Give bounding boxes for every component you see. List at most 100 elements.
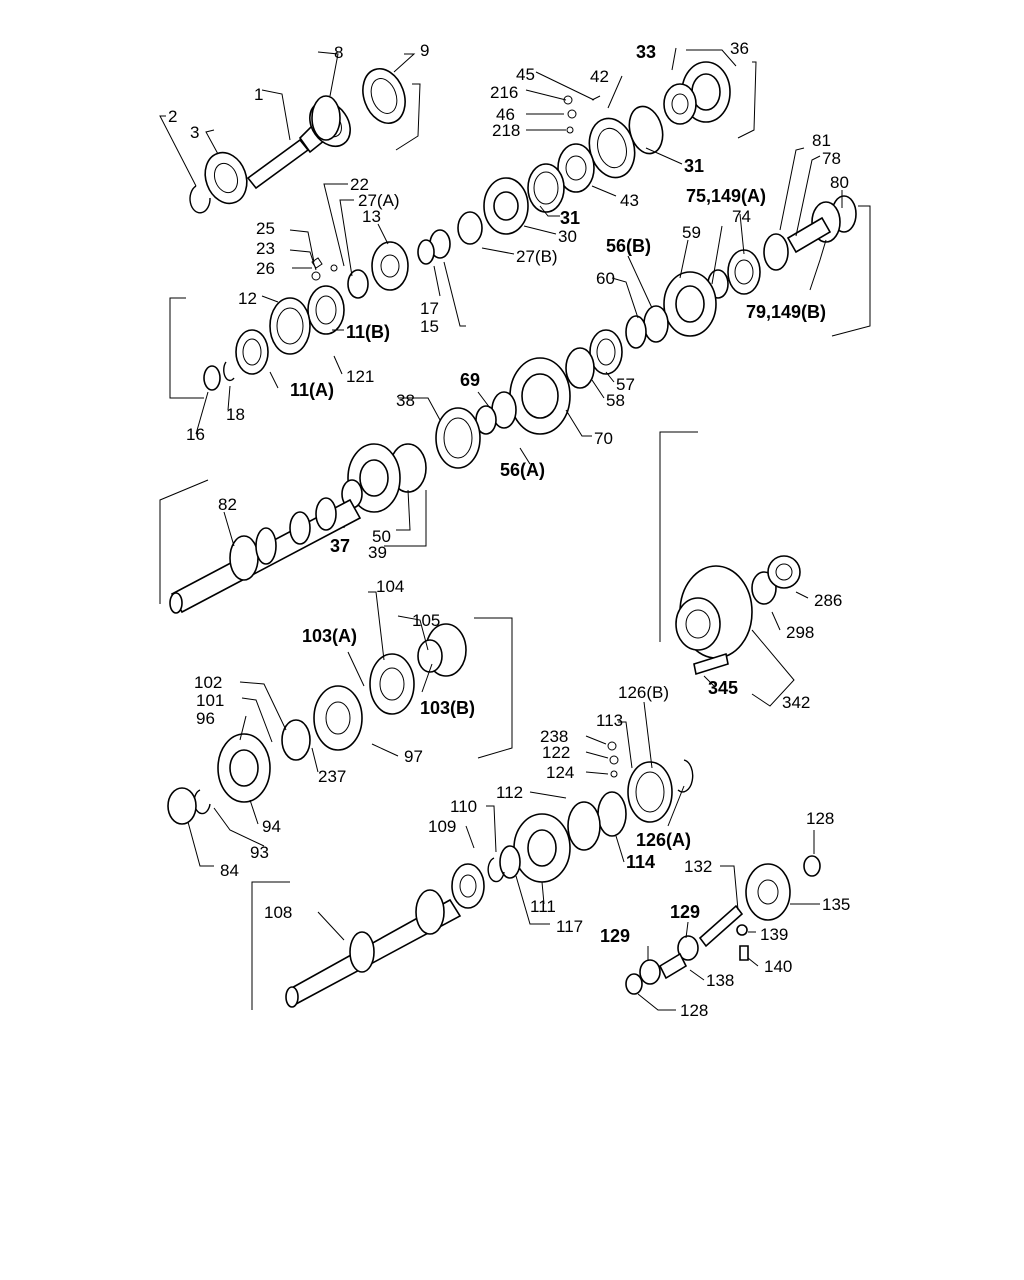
label-108: 108 bbox=[264, 903, 292, 922]
label-23: 23 bbox=[256, 239, 275, 258]
gear-icon bbox=[597, 791, 627, 837]
label-102: 102 bbox=[194, 673, 222, 692]
gear-icon bbox=[313, 685, 363, 751]
bearing-icon bbox=[811, 195, 857, 243]
label-27a: 27(A) bbox=[358, 191, 400, 210]
label-13: 13 bbox=[362, 207, 381, 226]
label-38: 38 bbox=[396, 391, 415, 410]
label-135: 135 bbox=[822, 895, 850, 914]
label-117: 117 bbox=[556, 917, 583, 936]
bearing-icon bbox=[167, 787, 197, 825]
snap-ring-icon bbox=[803, 855, 821, 877]
bearing-icon bbox=[347, 269, 369, 299]
synchronizer-ring-icon bbox=[235, 285, 345, 375]
label-84: 84 bbox=[220, 861, 239, 880]
label-96: 96 bbox=[196, 709, 215, 728]
label-42: 42 bbox=[590, 67, 609, 86]
label-238: 238 bbox=[540, 727, 568, 746]
snap-ring-icon bbox=[193, 789, 211, 815]
label-139: 139 bbox=[760, 925, 788, 944]
label-50: 50 bbox=[372, 527, 391, 546]
synchronizer-ring-icon bbox=[588, 105, 664, 179]
label-345: 345 bbox=[708, 678, 738, 698]
label-82: 82 bbox=[218, 495, 237, 514]
label-298: 298 bbox=[786, 623, 814, 642]
label-56b: 56(B) bbox=[606, 236, 651, 256]
label-46: 46 bbox=[496, 105, 515, 124]
gear-icon bbox=[509, 357, 571, 435]
label-138: 138 bbox=[706, 971, 734, 990]
label-93: 93 bbox=[250, 843, 269, 862]
snap-ring-icon bbox=[203, 361, 235, 391]
label-237: 237 bbox=[318, 767, 346, 786]
bearing-icon bbox=[625, 305, 669, 349]
snap-ring-icon bbox=[417, 229, 451, 265]
shaft-icon bbox=[786, 216, 832, 254]
label-39: 39 bbox=[368, 543, 387, 562]
bearing-icon bbox=[763, 233, 789, 271]
label-30: 30 bbox=[558, 227, 577, 246]
label-43: 43 bbox=[620, 191, 639, 210]
label-81: 81 bbox=[812, 131, 831, 150]
bearing-icon bbox=[663, 83, 697, 125]
label-114: 114 bbox=[626, 852, 655, 872]
label-33: 33 bbox=[636, 42, 656, 62]
label-109: 109 bbox=[428, 817, 456, 836]
synchronizer-ring-icon bbox=[589, 329, 623, 375]
bearing-icon bbox=[204, 151, 248, 205]
gear-icon bbox=[663, 271, 717, 337]
reverse-shaft-group bbox=[251, 701, 694, 1010]
gear-icon bbox=[217, 733, 271, 803]
label-105: 105 bbox=[412, 611, 440, 630]
label-12: 12 bbox=[238, 289, 257, 308]
reverse-idler-group bbox=[625, 830, 821, 1011]
flange-icon bbox=[675, 565, 753, 659]
label-218: 218 bbox=[492, 121, 520, 140]
label-101: 101 bbox=[196, 691, 224, 710]
label-140: 140 bbox=[764, 957, 792, 976]
synchronizer-ring-icon bbox=[527, 163, 565, 213]
label-286: 286 bbox=[814, 591, 842, 610]
synchronizer-ring-icon bbox=[435, 407, 481, 469]
label-58: 58 bbox=[606, 391, 625, 410]
label-18: 18 bbox=[226, 405, 245, 424]
label-56a: 56(A) bbox=[500, 460, 545, 480]
label-126a: 126(A) bbox=[636, 830, 691, 850]
part-number-labels: 1 2 3 8 9 33 36 45 216 42 46 218 31 43 3… bbox=[168, 39, 850, 1020]
shaft-icon bbox=[285, 889, 462, 1008]
label-59: 59 bbox=[682, 223, 701, 242]
gear-icon bbox=[483, 177, 529, 235]
label-112: 112 bbox=[496, 783, 523, 802]
snap-ring-icon bbox=[677, 759, 694, 793]
synchronizer-ring-icon bbox=[362, 68, 406, 124]
label-113: 113 bbox=[596, 711, 623, 730]
input-shaft-group bbox=[159, 51, 421, 214]
label-79-149b: 79,149(B) bbox=[746, 302, 826, 322]
detent-parts bbox=[607, 741, 619, 778]
label-37: 37 bbox=[330, 536, 350, 556]
label-26: 26 bbox=[256, 259, 275, 278]
label-1: 1 bbox=[254, 85, 263, 104]
label-2: 2 bbox=[168, 107, 177, 126]
label-128-upper: 128 bbox=[806, 809, 834, 828]
label-124: 124 bbox=[546, 763, 574, 782]
label-75-149a: 75,149(A) bbox=[686, 186, 766, 206]
label-103b: 103(B) bbox=[420, 698, 475, 718]
right-gear-cluster bbox=[565, 147, 871, 399]
label-31-lower: 31 bbox=[560, 208, 580, 228]
shaft-icon bbox=[169, 497, 362, 614]
gear-icon bbox=[745, 863, 791, 921]
snap-ring-icon bbox=[189, 185, 211, 214]
label-110: 110 bbox=[450, 797, 477, 816]
label-31-upper: 31 bbox=[684, 156, 704, 176]
label-74: 74 bbox=[732, 207, 751, 226]
mainshaft-gear-cluster bbox=[341, 357, 592, 547]
output-shaft-group bbox=[159, 479, 362, 614]
bearing-icon bbox=[499, 845, 521, 879]
label-69: 69 bbox=[460, 370, 480, 390]
label-70: 70 bbox=[594, 429, 613, 448]
rear-cover-group bbox=[659, 431, 809, 707]
label-8: 8 bbox=[334, 43, 343, 62]
label-15: 15 bbox=[420, 317, 439, 336]
